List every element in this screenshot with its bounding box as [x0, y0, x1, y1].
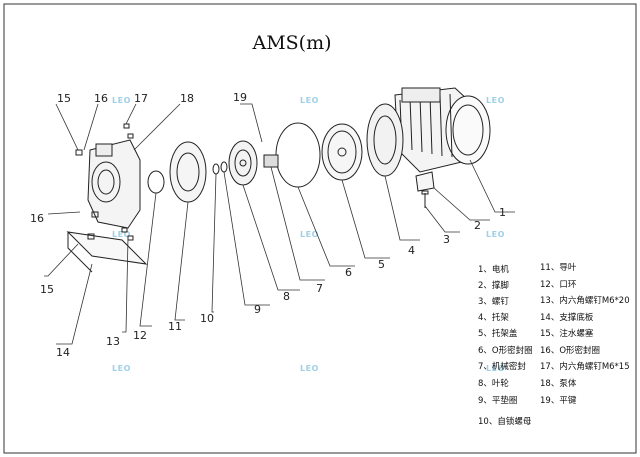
drawing-frame — [3, 3, 637, 454]
legend-item: 9、平垫圈 — [478, 395, 517, 406]
watermark: LEO — [300, 364, 319, 373]
legend-item: 7、机械密封 — [478, 361, 526, 372]
watermarks: LEO LEO LEO LEO LEO LEO LEO LEO LEO — [112, 96, 505, 373]
callout-12: 12 — [133, 329, 147, 342]
bracket-cover-part — [321, 123, 363, 181]
watermark: LEO — [112, 96, 131, 105]
washer-nut-parts — [212, 161, 228, 175]
callout-8: 8 — [283, 290, 290, 303]
legend-item: 1、电机 — [478, 264, 509, 275]
callout-2: 2 — [474, 219, 481, 232]
wear-ring-part — [147, 170, 165, 194]
legend-item: 6、O形密封圈 — [478, 345, 533, 356]
legend-item: 10、自锁螺母 — [478, 416, 531, 427]
mechanical-seal-part — [263, 154, 279, 168]
legend-item: 18、泵体 — [540, 378, 577, 389]
legend-item: 8、叶轮 — [478, 378, 509, 389]
callout-10: 10 — [200, 312, 214, 325]
callout-16: 16 — [94, 92, 108, 105]
callout-1: 1 — [499, 206, 506, 219]
guide-vane-part — [169, 141, 207, 203]
legend-item: 2、撑脚 — [478, 280, 509, 291]
callout-15-lower: 15 — [40, 283, 54, 296]
watermark: LEO — [300, 230, 319, 239]
callout-11: 11 — [168, 320, 182, 333]
legend-item: 3、螺钉 — [478, 296, 509, 307]
callout-17: 17 — [134, 92, 148, 105]
legend-item: 5、托架盖 — [478, 328, 518, 339]
parts-legend-right: 11、导叶 12、口环 13、内六角螺钉M6*20 14、支撑底板 15、注水螺… — [540, 263, 630, 406]
watermark: LEO — [112, 230, 131, 239]
legend-item: 16、O形密封圈 — [540, 345, 600, 356]
diagram-title: AMS(m) — [251, 32, 331, 54]
parts-legend-left: 1、电机 2、撑脚 3、螺钉 4、托架 5、托架盖 6、O形密封圈 7、机械密封… — [478, 264, 533, 427]
callout-4: 4 — [408, 244, 415, 257]
base-plate-part — [66, 231, 148, 273]
leader-lines — [44, 103, 515, 345]
callout-19: 19 — [233, 91, 247, 104]
support-foot-part — [415, 171, 435, 192]
watermark: LEO — [300, 96, 319, 105]
legend-item: 12、口环 — [540, 280, 577, 290]
callout-labels: 1 2 3 4 5 6 7 8 9 10 11 12 13 14 15 16 1… — [30, 91, 506, 359]
watermark: LEO — [486, 364, 505, 373]
callout-18: 18 — [180, 92, 194, 105]
watermark: LEO — [486, 96, 505, 105]
legend-item: 11、导叶 — [540, 263, 577, 273]
legend-item: 14、支撑底板 — [540, 312, 594, 323]
screw-part — [421, 190, 429, 208]
watermark: LEO — [486, 230, 505, 239]
callout-14: 14 — [56, 346, 70, 359]
callout-9: 9 — [254, 303, 261, 316]
callout-13: 13 — [106, 335, 120, 348]
pump-body-part — [87, 139, 141, 229]
legend-item: 15、注水螺塞 — [540, 328, 594, 339]
callout-15: 15 — [57, 92, 71, 105]
legend-item: 19、平键 — [540, 395, 577, 406]
impeller-part — [228, 140, 258, 186]
o-ring-part — [275, 122, 321, 188]
legend-item: 17、内六角螺钉M6*15 — [540, 361, 630, 372]
callout-6: 6 — [345, 266, 352, 279]
fastener-parts — [75, 123, 134, 241]
watermark: LEO — [112, 364, 131, 373]
motor-part — [366, 87, 491, 177]
legend-item: 4、托架 — [478, 312, 509, 323]
callout-16-lower: 16 — [30, 212, 44, 225]
callout-5: 5 — [378, 258, 385, 271]
legend-item: 13、内六角螺钉M6*20 — [540, 295, 630, 306]
callout-3: 3 — [443, 233, 450, 246]
callout-7: 7 — [316, 282, 323, 295]
